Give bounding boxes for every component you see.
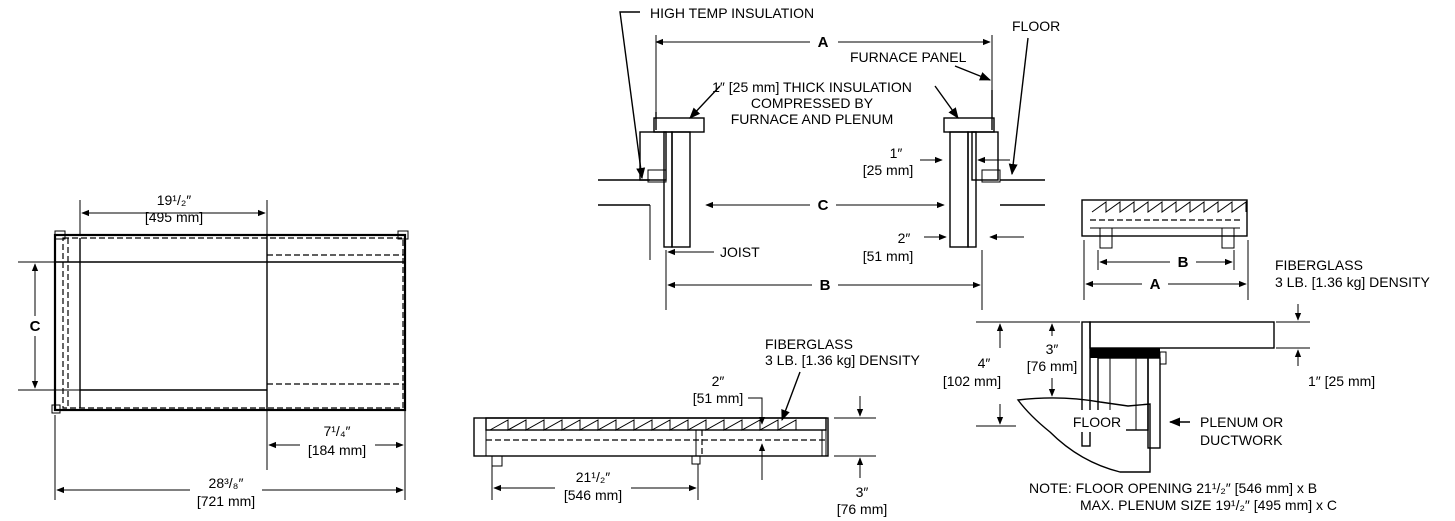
right-dim-3in: 3″ — [1046, 341, 1059, 357]
plenum-label-2: DUCTWORK — [1200, 432, 1283, 448]
bottom-dim-len: 21¹/₂″ — [576, 469, 611, 485]
plenum-label-1: PLENUM OR — [1200, 414, 1283, 430]
bottom-dim-3in-mm: [76 mm] — [837, 501, 888, 517]
section-dim-c: C — [818, 197, 829, 214]
left-dim-right: 7¹/₄″ — [323, 423, 350, 439]
section-dim-2in-mm: [51 mm] — [863, 248, 914, 264]
bottom-dim-3in: 3″ — [856, 484, 869, 500]
right-dim-1in: 1″ [25 mm] — [1308, 373, 1375, 389]
right-fiberglass-1: FIBERGLASS — [1275, 257, 1363, 273]
right-fiberglass-2: 3 LB. [1.36 kg] DENSITY — [1275, 274, 1431, 290]
bottom-dim-2in: 2″ — [712, 373, 725, 389]
bottom-dim-len-mm: [546 mm] — [564, 487, 622, 503]
right-dim-4in: 4″ — [978, 355, 991, 371]
section-view: HIGH TEMP INSULATION A FURNACE PANEL FLO… — [598, 5, 1060, 310]
left-dim-top: 19¹/₂″ — [157, 192, 192, 208]
right-dim-3in-mm: [76 mm] — [1027, 358, 1078, 374]
left-plan-view: 19¹/₂″ [495 mm] C 7¹/₄″ [184 mm] 28³/₈″ … — [18, 192, 409, 514]
section-dim-b: B — [820, 277, 831, 294]
floor-label: FLOOR — [1012, 18, 1060, 34]
section-dim-1in: 1″ — [890, 145, 903, 161]
left-dim-bottom-mm: [721 mm] — [197, 493, 255, 509]
section-dim-2in: 2″ — [898, 230, 911, 246]
section-dim-a: A — [818, 34, 829, 51]
bottom-dim-2in-mm: [51 mm] — [693, 390, 744, 406]
right-floor-label: FLOOR — [1073, 414, 1121, 430]
note-line-1: NOTE: FLOOR OPENING 21¹/₂″ [546 mm] x B — [1029, 480, 1317, 496]
insulation-line-2: COMPRESSED BY — [751, 95, 874, 111]
bottom-fiberglass-2: 3 LB. [1.36 kg] DENSITY — [765, 352, 921, 368]
bottom-fiberglass-1: FIBERGLASS — [765, 336, 853, 352]
left-dim-bottom: 28³/₈″ — [209, 475, 244, 491]
note-line-2: MAX. PLENUM SIZE 19¹/₂″ [495 mm] x C — [1080, 497, 1337, 513]
right-dim-a: A — [1150, 276, 1161, 293]
left-dim-c: C — [30, 318, 41, 335]
furnace-panel-label: FURNACE PANEL — [850, 49, 967, 65]
insulation-line-1: 1″ [25 mm] THICK INSULATION — [712, 79, 912, 95]
section-dim-1in-mm: [25 mm] — [863, 162, 914, 178]
left-dim-right-mm: [184 mm] — [308, 442, 366, 458]
right-view: B A FIBERGLASS 3 LB. [1.36 kg] DENSITY F… — [943, 199, 1431, 513]
left-dim-top-mm: [495 mm] — [145, 209, 203, 225]
insulation-line-3: FURNACE AND PLENUM — [731, 111, 894, 127]
bottom-view: FIBERGLASS 3 LB. [1.36 kg] DENSITY 2″ [5… — [473, 336, 921, 517]
joist-label: JOIST — [720, 244, 760, 260]
right-dim-b: B — [1178, 254, 1189, 271]
right-dim-4in-mm: [102 mm] — [943, 373, 1001, 389]
high-temp-label: HIGH TEMP INSULATION — [650, 5, 814, 21]
